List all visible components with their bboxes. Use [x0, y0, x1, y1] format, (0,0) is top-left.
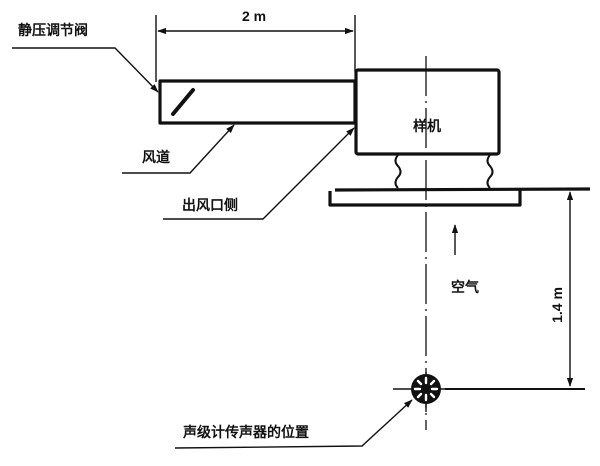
mic-position-callout: 声级计传声器的位置 — [174, 399, 413, 449]
floor-line — [334, 187, 591, 192]
duct — [158, 79, 357, 125]
duct-callout: 风道 — [122, 124, 235, 174]
duct-leader — [122, 124, 235, 174]
base-platform — [328, 187, 591, 207]
sample-unit-label: 样机 — [413, 118, 441, 135]
damper-label: 静压调节阀 — [18, 22, 88, 39]
damper-callout: 静压调节阀 — [12, 22, 159, 93]
mic-height-dimension: 1.4 m — [445, 191, 585, 390]
spring-left-icon — [394, 154, 402, 189]
air-label: 空气 — [451, 279, 479, 296]
sample-unit-box — [354, 68, 501, 156]
outlet-side-label: 出风口侧 — [182, 197, 238, 214]
outlet-side-leader — [163, 127, 355, 220]
mic-height-label: 1.4 m — [549, 287, 565, 323]
microphone — [393, 372, 445, 412]
damper-blade-icon — [171, 88, 195, 116]
damper-leader — [12, 47, 159, 93]
duct-length-label: 2 m — [242, 8, 266, 24]
sample-unit: 样机 — [354, 68, 501, 156]
spring-right-icon — [486, 154, 494, 189]
outlet-side-callout: 出风口侧 — [163, 127, 355, 220]
duct-label: 风道 — [142, 149, 170, 166]
mic-position-leader — [174, 399, 413, 449]
duct-length-dimension: 2 m — [155, 8, 356, 82]
base-tray — [328, 190, 522, 207]
duct-body — [158, 79, 357, 125]
mic-position-label: 声级计传声器的位置 — [182, 424, 309, 441]
